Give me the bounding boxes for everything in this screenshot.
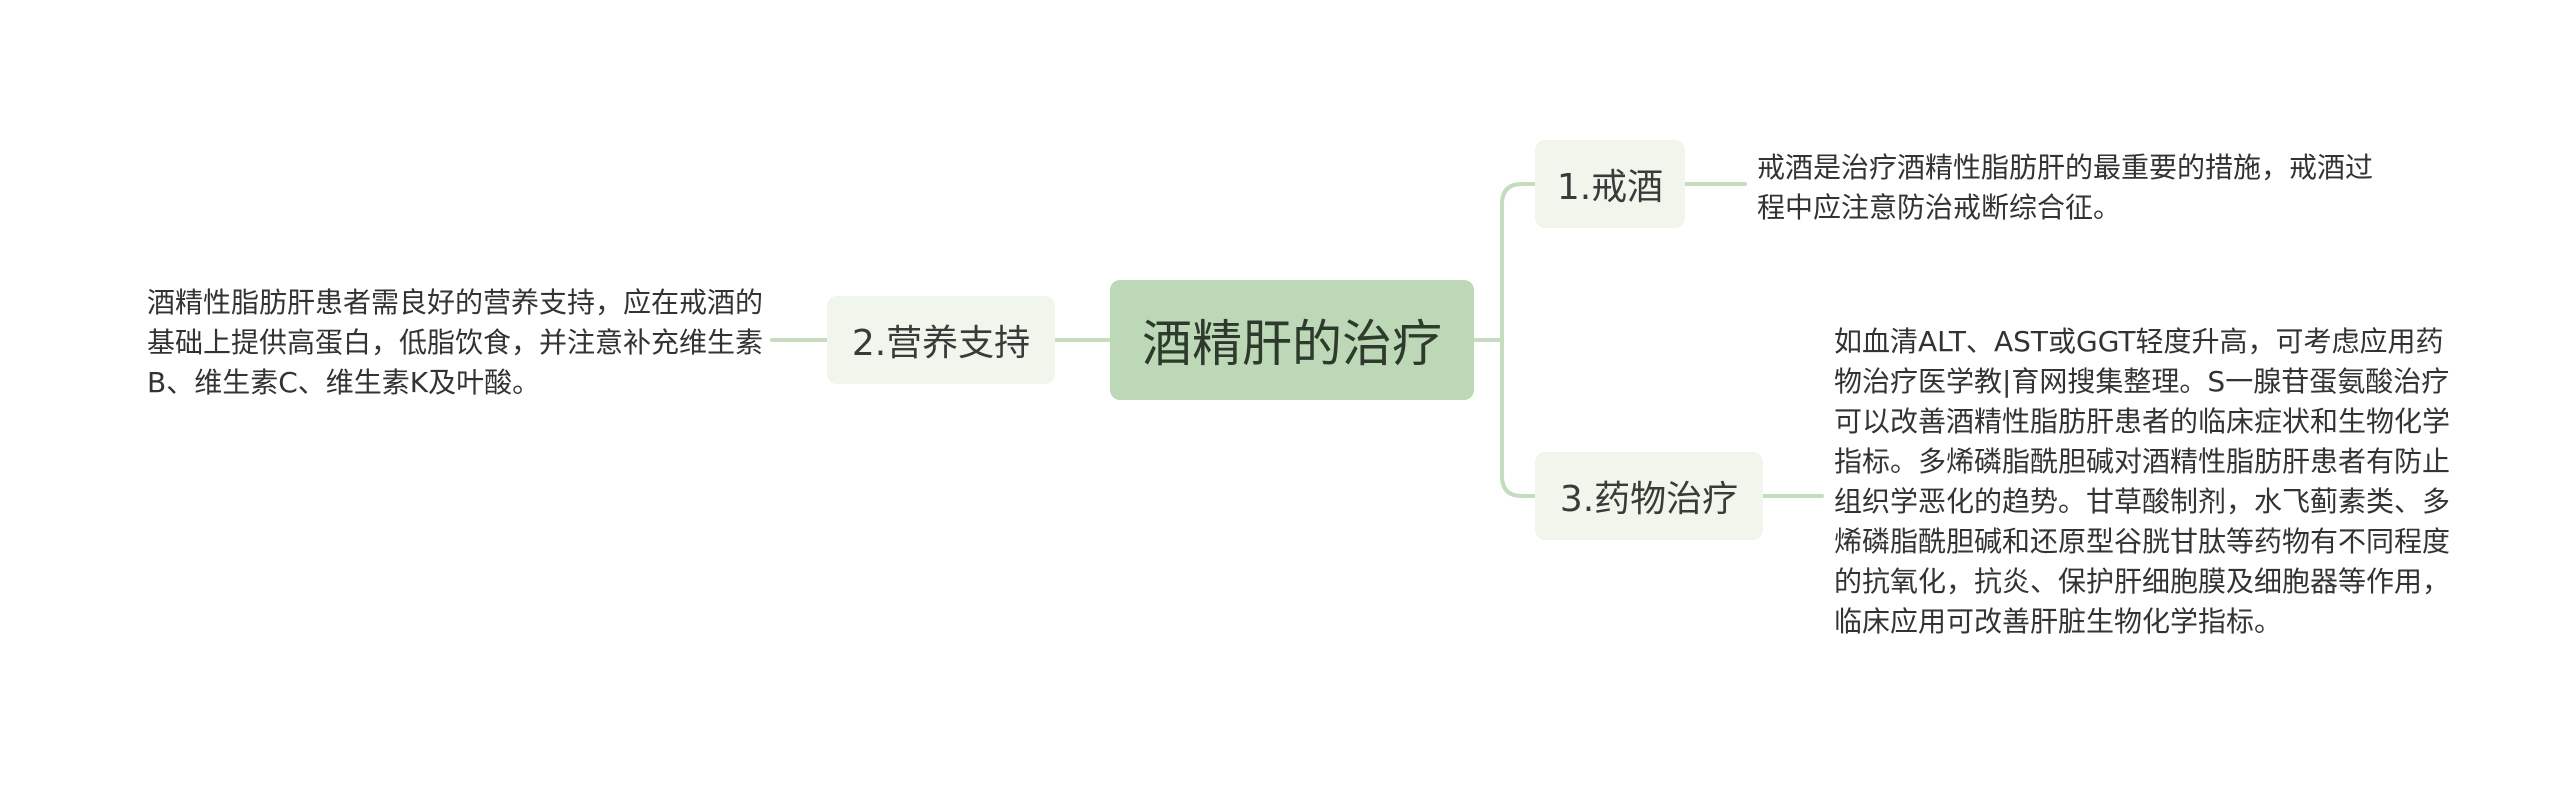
note-nutrition: 酒精性脂肪肝患者需良好的营养支持，应在戒酒的基础上提供高蛋白，低脂饮食，并注意补… [147, 286, 764, 399]
branch-node-quit-drinking[interactable]: 1.戒酒 [1535, 140, 1685, 228]
root-node[interactable]: 酒精肝的治疗 [1110, 280, 1474, 400]
note-drug-therapy: 如血清ALT、AST或GGT轻度升高，可考虑应用药物治疗医学教|育网搜集整理。S… [1834, 325, 2451, 638]
note-quit-drinking: 戒酒是治疗酒精性脂肪肝的最重要的措施，戒酒过程中应注意防治戒断综合征。 [1757, 151, 2374, 224]
branch-node-nutrition[interactable]: 2.营养支持 [827, 296, 1055, 384]
branch-node-drug-therapy[interactable]: 3.药物治疗 [1535, 452, 1763, 540]
connector-root-quit [1500, 182, 1537, 342]
connector-root-drug [1500, 338, 1537, 498]
